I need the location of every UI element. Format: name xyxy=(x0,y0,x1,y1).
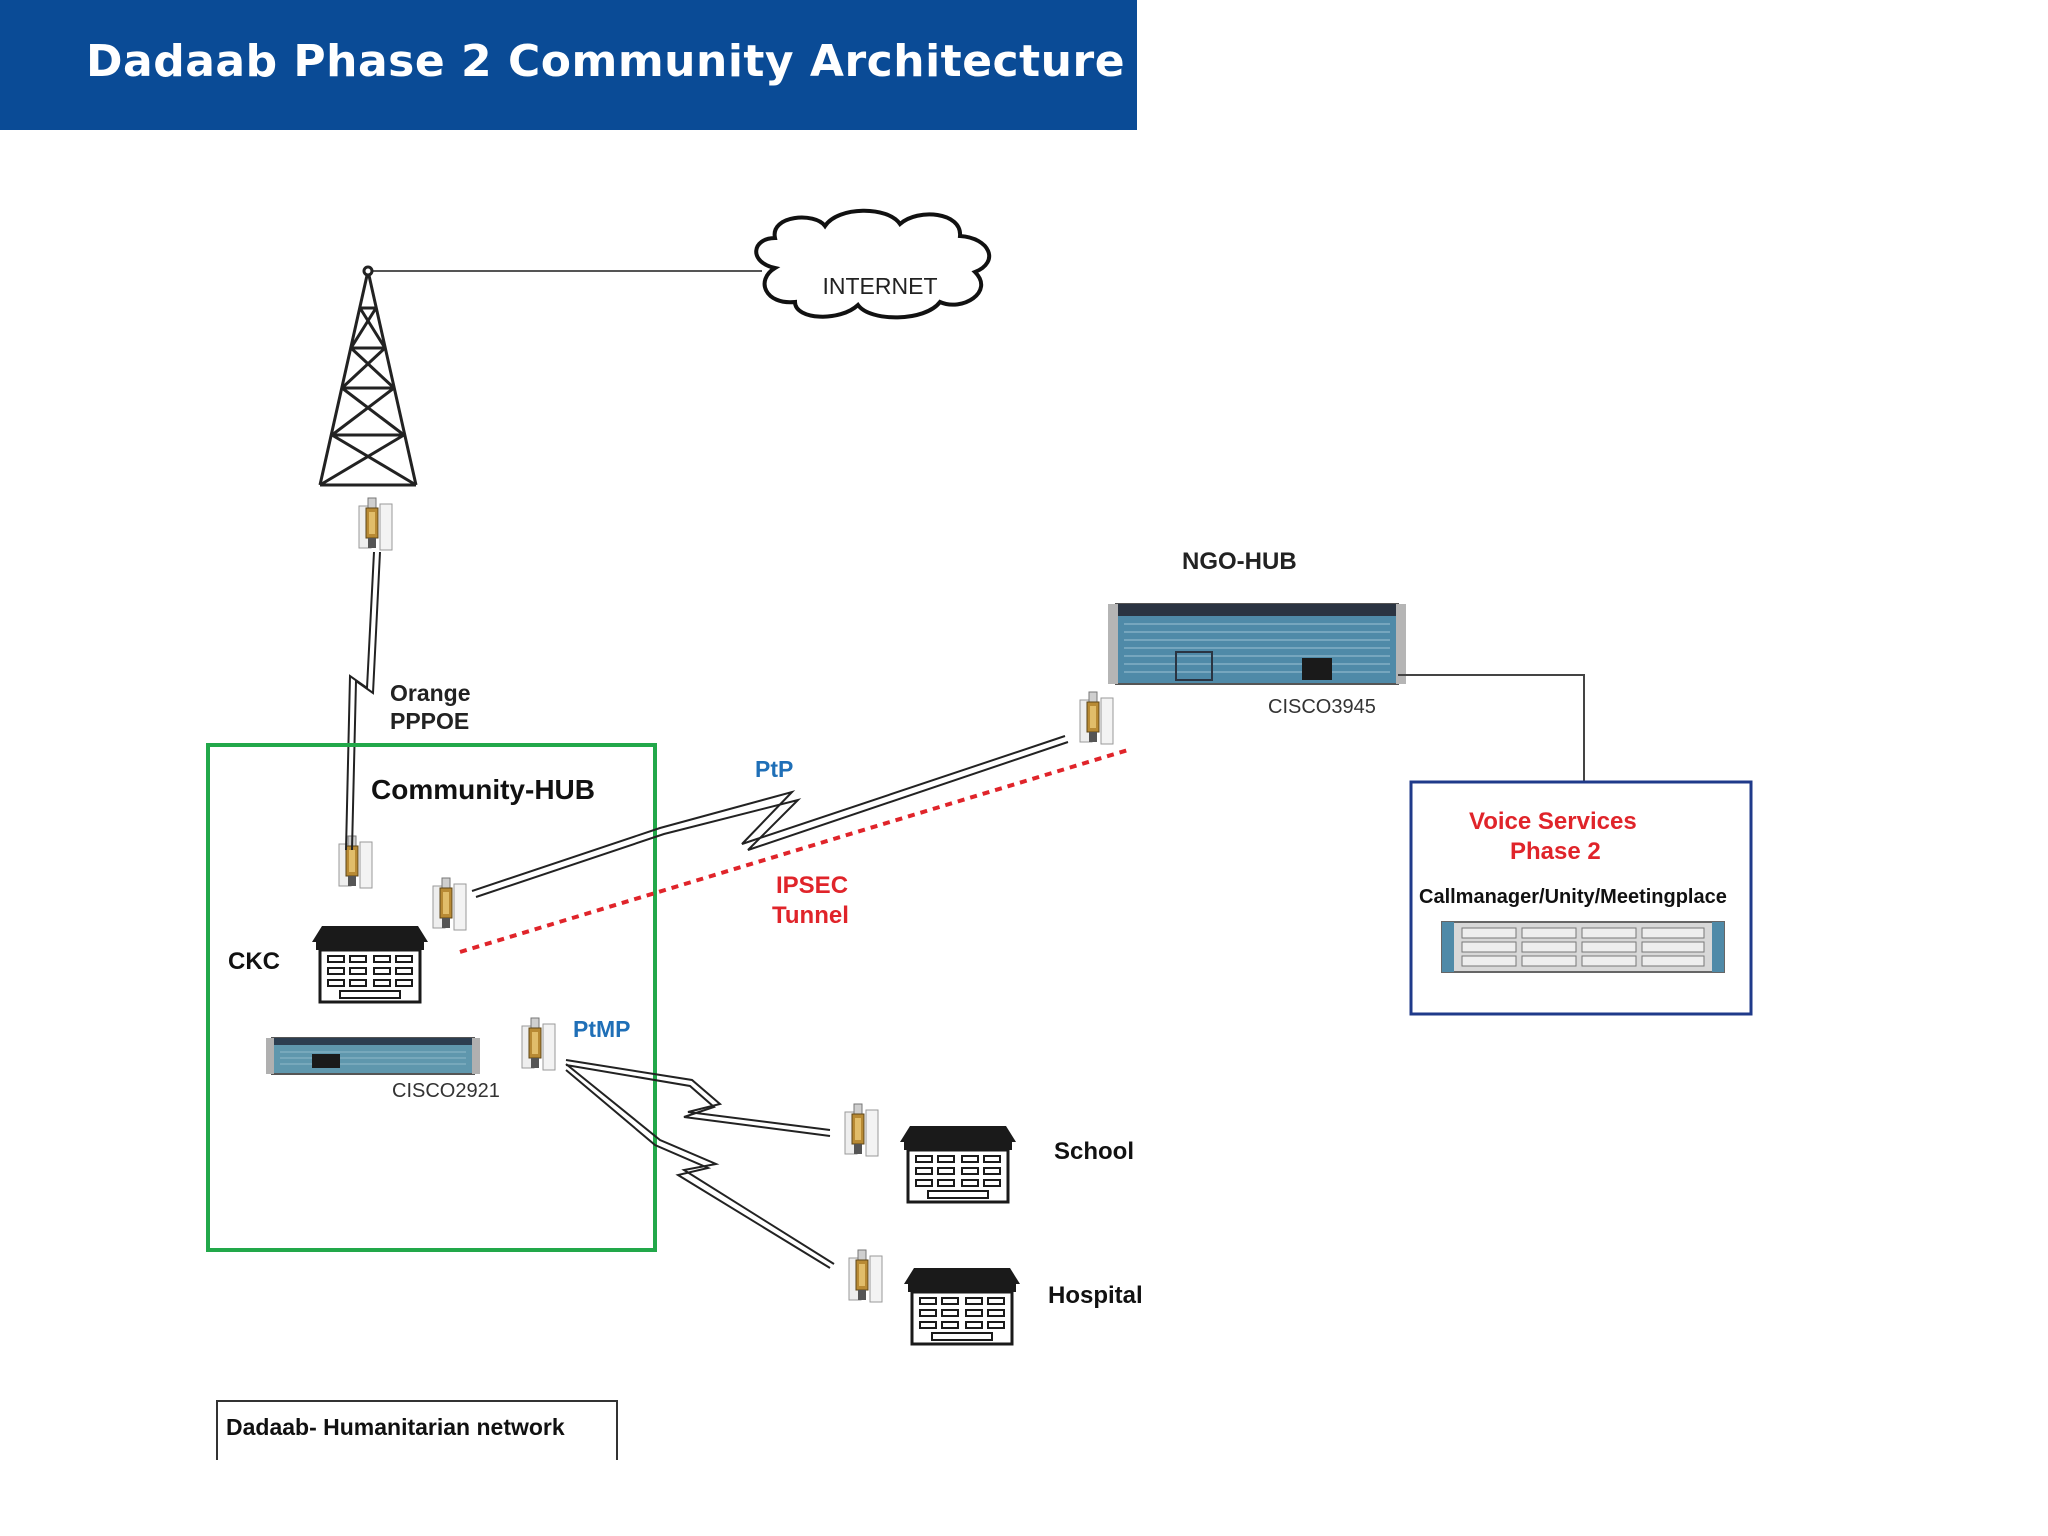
building-icon xyxy=(902,1266,1022,1346)
voice-services-line2: Phase 2 xyxy=(1510,838,1601,865)
radio-tower-icon xyxy=(318,265,418,487)
ipsec-label-line1: IPSEC xyxy=(776,872,849,899)
building-icon xyxy=(898,1124,1018,1204)
community-hub-box xyxy=(206,743,657,1252)
footer-caption: Dadaab- Humanitarian network xyxy=(226,1414,565,1440)
school-label: School xyxy=(1054,1138,1135,1165)
wireless-bridge-icon xyxy=(848,1249,883,1303)
voice-services-line1: Voice Services xyxy=(1469,808,1637,835)
cloud-icon xyxy=(754,208,992,320)
server-icon xyxy=(1441,921,1725,973)
wireless-bridge-icon xyxy=(358,497,393,551)
router-icon xyxy=(266,1037,480,1075)
ptmp-label: PtMP xyxy=(573,1016,631,1042)
uplink-label-line1: Orange xyxy=(390,680,471,706)
router-icon xyxy=(1108,603,1406,685)
building-icon xyxy=(310,924,430,1004)
footer-caption-box: Dadaab- Humanitarian network xyxy=(216,1400,618,1460)
cisco2921-label: CISCO2921 xyxy=(392,1080,500,1102)
wireless-bridge-icon xyxy=(844,1103,879,1157)
page-title: Dadaab Phase 2 Community Architecture xyxy=(86,36,1126,87)
wireless-bridge-icon xyxy=(338,835,373,889)
voice-link xyxy=(1398,674,1585,782)
hospital-label: Hospital xyxy=(1048,1282,1143,1309)
community-hub-label: Community-HUB xyxy=(371,774,595,805)
pppoe-link xyxy=(345,551,375,851)
voice-services-box xyxy=(1409,780,1753,1016)
ptp-label: PtP xyxy=(755,756,794,782)
ipsec-label-line2: Tunnel xyxy=(772,902,849,929)
uplink-label-line2: PPPOE xyxy=(390,708,470,734)
title-banner: Dadaab Phase 2 Community Architecture xyxy=(0,0,1137,130)
ptmp-link-school xyxy=(565,1059,831,1131)
ckc-label: CKC xyxy=(228,948,280,975)
internet-label: INTERNET xyxy=(823,273,938,299)
wireless-bridge-icon xyxy=(1079,691,1114,745)
wireless-bridge-icon xyxy=(432,877,467,931)
ptp-link xyxy=(471,735,1066,892)
wireless-bridge-icon xyxy=(521,1017,556,1071)
voice-servers-label: Callmanager/Unity/Meetingplace xyxy=(1419,886,1727,908)
ptmp-link-hospital xyxy=(565,1063,835,1265)
cisco3945-label: CISCO3945 xyxy=(1268,696,1376,718)
ngo-hub-label: NGO-HUB xyxy=(1182,548,1297,575)
